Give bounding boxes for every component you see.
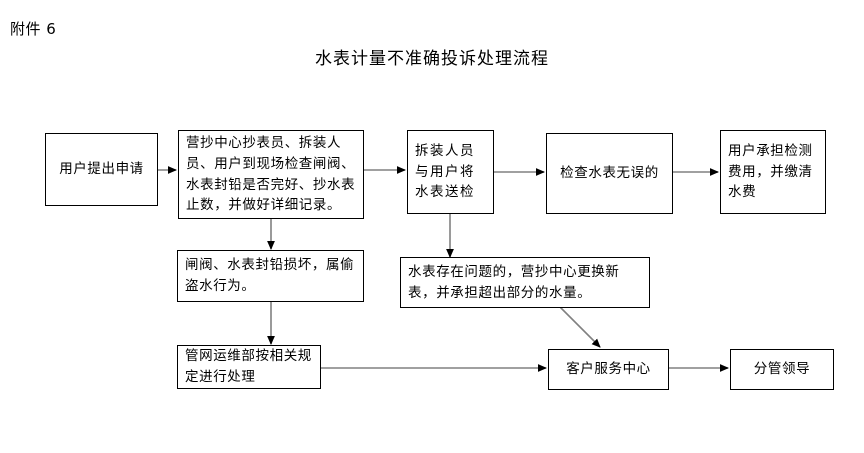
flow-node-label: 闸阀、水表封铅损坏，属偷盗水行为。 — [185, 257, 355, 294]
flow-node-meter-faulty-replace[interactable]: 水表存在问题的，营抄中心更换新表，并承担超出部分的水量。 — [400, 257, 650, 308]
flow-node-meter-ok[interactable]: 检查水表无误的 — [546, 133, 673, 214]
flow-node-seal-damaged-theft[interactable]: 闸阀、水表封铅损坏，属偷盗水行为。 — [177, 250, 364, 302]
flow-node-network-ops-handling[interactable]: 管网运维部按相关规定进行处理 — [177, 345, 321, 389]
flow-node-label: 用户提出申请 — [59, 161, 144, 178]
flow-node-label: 客户服务中心 — [566, 361, 651, 378]
flow-node-user-application[interactable]: 用户提出申请 — [45, 133, 158, 206]
flow-node-label: 管网运维部按相关规定进行处理 — [185, 348, 312, 385]
flow-node-onsite-inspection[interactable]: 营抄中心抄表员、拆装人员、用户到现场检查闸阀、水表封铅是否完好、抄水表止数，并做… — [178, 130, 364, 219]
flow-node-responsible-leader[interactable]: 分管领导 — [730, 349, 834, 390]
attachment-label: 附件 6 — [10, 20, 57, 38]
flow-node-meter-submission[interactable]: 拆装人员与用户将水表送检 — [407, 130, 494, 214]
flow-node-label: 用户承担检测费用，并缴清水费 — [728, 142, 813, 201]
edge-n7-n9 — [559, 306, 601, 348]
flow-node-user-pays-fee[interactable]: 用户承担检测费用，并缴清水费 — [720, 130, 826, 214]
flow-node-label: 水表存在问题的，营抄中心更换新表，并承担超出部分的水量。 — [408, 263, 620, 301]
flow-node-label: 拆装人员与用户将水表送检 — [415, 142, 475, 201]
flow-node-label: 检查水表无误的 — [560, 165, 659, 182]
page-title: 水表计量不准确投诉处理流程 — [315, 49, 549, 69]
flow-node-customer-service-center[interactable]: 客户服务中心 — [548, 349, 669, 390]
flow-node-label: 分管领导 — [753, 361, 811, 378]
flow-node-label: 营抄中心抄表员、拆装人员、用户到现场检查闸阀、水表封铅是否完好、抄水表止数，并做… — [186, 134, 356, 214]
